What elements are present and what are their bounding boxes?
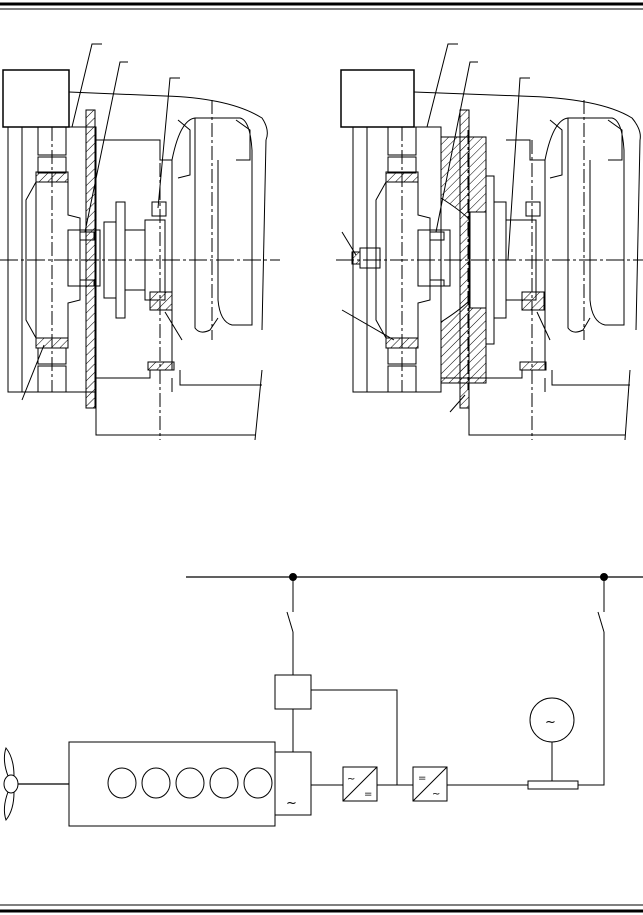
rectifier-output-symbol: = [364,789,372,800]
aux-generator-symbol: ~ [545,715,556,730]
engine-cylinder-3 [175,767,205,799]
right-middle-casing [441,139,546,379]
rectifier-input-symbol: ~ [347,774,355,785]
propeller-blade-upper [3,746,15,777]
left-bolt-upper [151,201,167,217]
inverter-input-symbol: = [418,773,426,784]
right-branch-lower [578,632,605,786]
right-seal-block-2 [519,361,547,371]
engine-cylinder-1 [107,767,137,799]
left-leader-1 [71,43,102,128]
right-leader-4 [536,311,551,341]
left-housing-outline-top [68,91,268,141]
right-shaft-collar [429,231,445,241]
left-leader-4 [164,311,183,341]
right-leader-6 [341,309,395,341]
right-generator-pole [549,119,623,179]
right-leader-2 [435,61,478,233]
right-stub-seal [351,251,361,265]
right-section-view [336,43,643,441]
right-leader-3 [507,77,530,261]
right-leader-1 [426,43,458,128]
left-generator-casing [171,117,253,326]
right-shaft [417,229,451,287]
right-bolt-upper [525,201,541,217]
right-housing-right-curve [635,139,641,331]
right-leader-5 [341,231,357,256]
left-seal-block [149,291,173,311]
engine-cylinder-5 [243,767,273,799]
left-base-frame [95,370,262,436]
left-shaft-collar-2 [79,279,95,287]
right-generator-casing [544,117,625,326]
transformer-to-converter-line [311,689,398,785]
right-leader-7 [449,394,466,413]
right-top-housing-box [340,69,415,128]
right-base-frame [468,370,630,436]
inverter-output-symbol: ~ [432,789,440,800]
coupling-bar [527,780,579,790]
aux-generator-circle [529,697,575,743]
left-leader-5 [21,344,45,401]
left-leader-2 [84,61,128,233]
right-seal-block [521,291,545,311]
right-generator-rotor [567,118,591,333]
left-housing-right-curve [261,139,267,331]
left-top-housing-box [2,69,70,128]
rectifier-box [342,766,378,802]
left-leader-3 [157,77,180,209]
right-flange-plate [459,109,470,409]
right-housing-outline-top [413,91,641,141]
left-breaker-switch [286,611,294,633]
inverter-box [412,766,448,802]
left-generator-pole [177,119,251,179]
inverter-diagonal [412,766,448,802]
left-generator-rotor [194,118,219,333]
left-shaft-collar [79,231,95,241]
shaft-generator-symbol: ~ [286,796,297,811]
left-flange-plate [85,109,96,409]
propeller-blade-lower [3,791,15,822]
right-shaft-collar-2 [429,279,445,287]
right-breaker-switch [597,611,605,633]
left-seal-block-2 [147,361,175,371]
right-base-curve [624,369,631,441]
engine-cylinder-2 [141,767,171,799]
transformer-box [274,674,312,710]
engine-cylinder-4 [209,767,239,799]
propulsion-schematic: ~ ~ = = ~ ~ [3,573,643,827]
propeller-hub [3,774,19,794]
propeller-icon [3,746,19,822]
left-base-curve [254,369,263,441]
right-stub-shaft [359,247,381,269]
rectifier-diagonal [342,766,378,802]
left-section-view [0,43,280,441]
